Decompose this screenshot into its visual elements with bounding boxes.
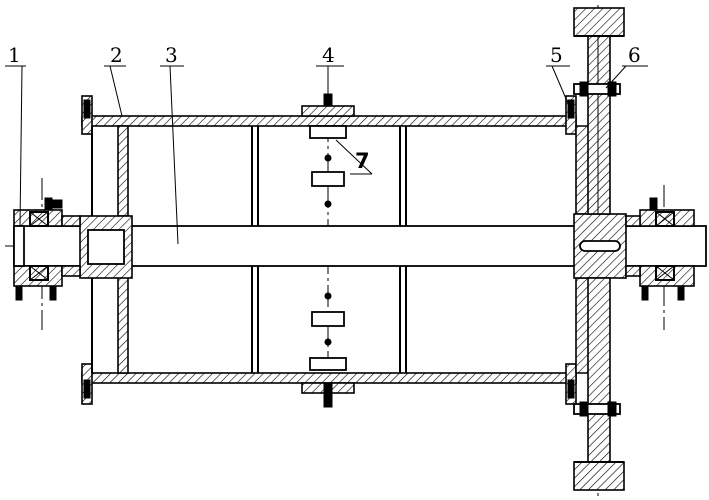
- callout-labels: 1 2 3 4 5 6 7: [8, 43, 641, 173]
- leader-lines: [5, 65, 648, 245]
- callout-6: 6: [628, 43, 641, 67]
- callout-3: 3: [165, 43, 178, 67]
- right-bearing-housing: [625, 197, 695, 301]
- callout-4: 4: [322, 43, 335, 67]
- shell-joint-bolts: [83, 99, 575, 399]
- center-mount-bolts: [301, 93, 355, 408]
- callout-5: 5: [550, 43, 563, 67]
- callout-1: 1: [8, 43, 21, 67]
- callout-2: 2: [110, 43, 123, 67]
- callout-7: 7: [355, 149, 370, 173]
- gear-wheel: [573, 7, 625, 491]
- left-bearing-housing: [13, 197, 81, 301]
- main-shaft: [13, 213, 707, 279]
- gear-bolts: [573, 81, 621, 417]
